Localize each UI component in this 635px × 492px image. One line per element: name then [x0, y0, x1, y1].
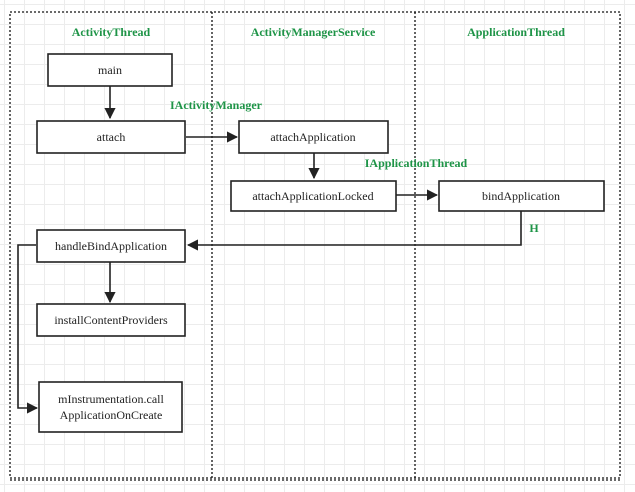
- node-handle-bind-application: handleBindApplication: [36, 229, 186, 263]
- node-attach: attach: [36, 120, 186, 154]
- edge-bind-application-to-handle-bind: [186, 211, 522, 251]
- node-install-content-providers: installContentProviders: [36, 303, 186, 337]
- lane-header-activity-thread: ActivityThread: [72, 25, 151, 39]
- node-main: main: [47, 53, 173, 87]
- edge-label-iapplication-thread: IApplicationThread: [365, 156, 468, 170]
- diagram-outer-border: [9, 11, 621, 479]
- node-attach-application: attachApplication: [238, 120, 389, 154]
- node-call-application-on-create: mInstrumentation.call ApplicationOnCreat…: [38, 381, 183, 433]
- node-call-application-on-create-line1: mInstrumentation.call: [58, 392, 164, 406]
- node-attach-application-locked: attachApplicationLocked: [230, 180, 397, 212]
- node-attach-application-label: attachApplication: [270, 130, 355, 144]
- node-install-content-providers-label: installContentProviders: [54, 313, 168, 327]
- node-bind-application-label: bindApplication: [482, 189, 560, 203]
- node-attach-label: attach: [97, 130, 126, 144]
- lane-header-application-thread: ApplicationThread: [467, 25, 565, 39]
- lane-header-activity-manager-service: ActivityManagerService: [251, 25, 376, 39]
- node-main-label: main: [98, 63, 122, 77]
- node-attach-application-locked-label: attachApplicationLocked: [252, 189, 373, 203]
- edge-label-h: H: [529, 221, 539, 235]
- edge-handle-bind-to-call-on-create: [17, 244, 39, 414]
- node-call-application-on-create-line2: ApplicationOnCreate: [60, 408, 163, 422]
- node-bind-application: bindApplication: [438, 180, 605, 212]
- edge-label-iactivity-manager: IActivityManager: [170, 98, 263, 112]
- node-handle-bind-application-label: handleBindApplication: [55, 239, 167, 253]
